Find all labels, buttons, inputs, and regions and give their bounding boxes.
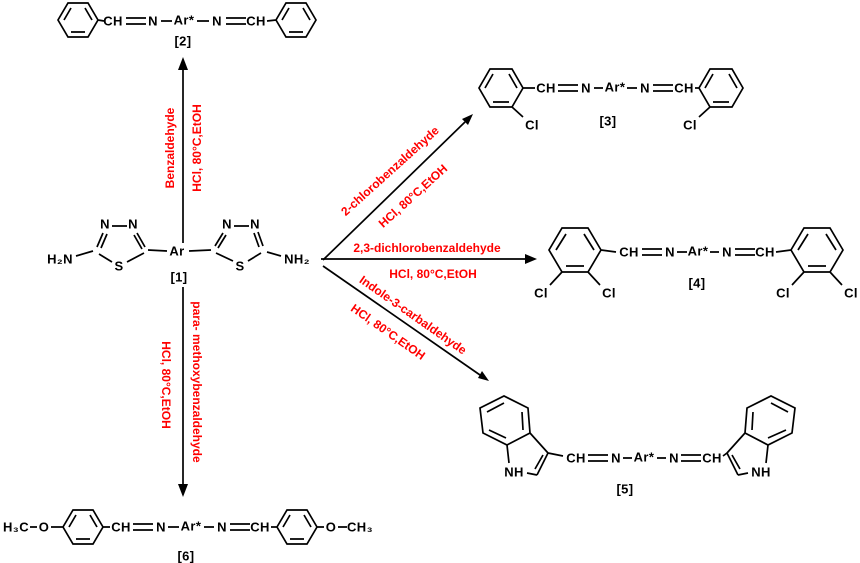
p1-ring2-s: S	[235, 258, 245, 274]
p4-cl-left-outer: Cl	[534, 285, 548, 301]
p6-n-right: N	[217, 519, 227, 535]
p2-n-left: N	[148, 13, 158, 29]
p3-n-right: N	[640, 80, 650, 96]
arrow-to-compound-4	[321, 254, 537, 264]
p6-o-right: O	[325, 519, 337, 535]
p1-ar-core: Ar	[169, 243, 185, 259]
compound-1-bonds	[75, 225, 282, 263]
p3-cl-left: Cl	[525, 117, 539, 133]
p6-ar-core: Ar*	[180, 518, 202, 534]
p5-n-left: N	[611, 450, 621, 466]
compound-label-4: [4]	[688, 275, 706, 291]
p5-nh-right: NH	[751, 464, 771, 480]
compound-3-bonds	[478, 68, 744, 118]
p2-ar-core: Ar*	[173, 12, 195, 28]
conditions-benzaldehyde: HCl, 80°C,EtOH	[190, 104, 204, 192]
compound-label-3: [3]	[599, 113, 617, 129]
reagent-methoxybenzaldehyde: para- methoxybenzaldehyde	[190, 301, 204, 463]
p1-ring2-n2: N	[250, 216, 260, 232]
p5-n-right: N	[669, 450, 679, 466]
compound-label-1: [1]	[170, 269, 188, 285]
arrow-to-compound-3	[322, 114, 473, 261]
p1-ring1-s: S	[114, 258, 124, 274]
p4-cl-right-inner: Cl	[776, 285, 790, 301]
p1-ring1-n1: N	[100, 216, 110, 232]
p5-ch-right: CH	[702, 450, 722, 466]
p1-ring1-n2: N	[128, 216, 138, 232]
p5-ar-core: Ar*	[633, 449, 655, 465]
p1-amine-left: H₂N	[47, 251, 73, 267]
p5-ch-left: CH	[566, 450, 586, 466]
p4-ar-core: Ar*	[687, 243, 709, 259]
p6-ch3-right: CH₃	[347, 519, 373, 535]
p4-ch-left: CH	[619, 244, 639, 260]
p1-amine-right: NH₂	[284, 251, 310, 267]
p2-ch-right: CH	[246, 13, 266, 29]
arrow-to-compound-5	[322, 265, 489, 381]
p2-ch-left: CH	[103, 13, 123, 29]
compound-label-2: [2]	[174, 33, 192, 49]
p6-n-left: N	[156, 519, 166, 535]
compound-label-6: [6]	[177, 548, 195, 563]
p4-cl-left-inner: Cl	[602, 285, 616, 301]
p4-cl-right-outer: Cl	[844, 285, 858, 301]
conditions-dichlorobenzaldehyde: HCl, 80°C,EtOH	[389, 267, 477, 281]
arrow-to-compound-2	[178, 57, 188, 243]
compound-2-bonds	[57, 2, 317, 38]
p6-ch-right: CH	[250, 519, 270, 535]
p6-h3c-left: H₃C	[3, 519, 29, 535]
compound-5-bonds	[479, 395, 796, 476]
compound-label-5: [5]	[616, 481, 634, 497]
compound-6-bonds	[30, 509, 347, 545]
p3-ch-left: CH	[536, 80, 556, 96]
p5-nh-left: NH	[504, 464, 524, 480]
p3-n-left: N	[581, 80, 591, 96]
reagent-benzaldehyde: Benzaldehyde	[163, 107, 177, 189]
p6-ch-left: CH	[111, 519, 131, 535]
p3-ar-core: Ar*	[604, 79, 626, 95]
p4-n-left: N	[665, 244, 675, 260]
p1-ring2-n1: N	[222, 216, 232, 232]
p3-ch-right: CH	[674, 80, 694, 96]
p3-cl-right: Cl	[683, 117, 697, 133]
p6-o-left: O	[38, 519, 50, 535]
p4-n-right: N	[722, 244, 732, 260]
reagent-dichlorobenzaldehyde: 2,3-dichlorobenzaldehyde	[353, 241, 501, 255]
p4-ch-right: CH	[755, 244, 775, 260]
arrow-to-compound-6	[178, 287, 188, 497]
conditions-methoxybenzaldehyde: HCl, 80°C,EtOH	[159, 341, 173, 429]
compound-4-bonds	[548, 227, 844, 286]
p2-n-right: N	[212, 13, 222, 29]
